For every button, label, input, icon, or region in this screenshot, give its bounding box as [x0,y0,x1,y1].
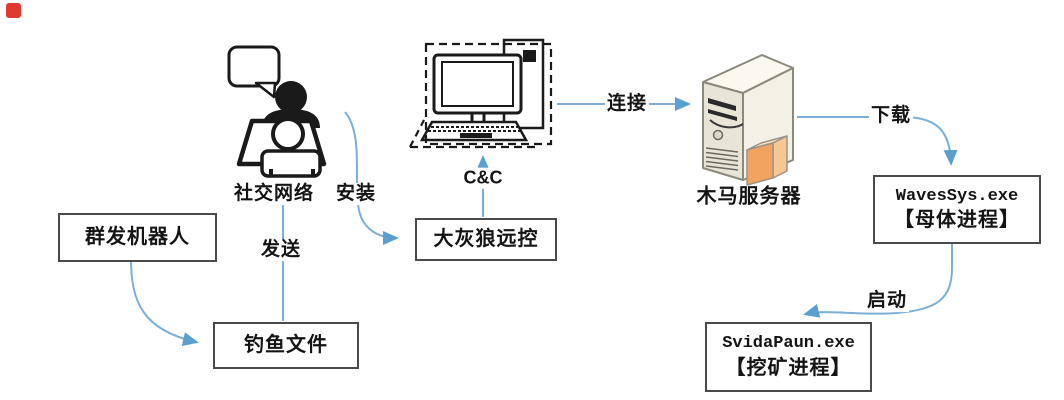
crate-front-face [746,142,774,186]
process-role: 【挖矿进程】 [725,356,852,379]
node-label: 大灰狼远控 [433,228,539,250]
monitor-screen [441,61,514,107]
label-social-network: 社交网络 [231,183,317,205]
label-cc: C&C [461,167,505,189]
node-svidapaun-exe: SvidaPaun.exe 【挖矿进程】 [705,322,872,392]
node-phishing-file: 钓鱼文件 [213,322,359,369]
speech-bubble-tail [254,81,277,99]
process-filename: WavesSys.exe [895,186,1019,206]
label-launch: 启动 [864,290,910,312]
dashed-boundary [424,42,553,146]
label-send: 发送 [258,239,304,261]
node-wavessys-exe: WavesSys.exe 【母体进程】 [873,175,1041,244]
node-mass-sender-bot: 群发机器人 [58,213,217,262]
label-trojan-server: 木马服务器 [694,185,804,209]
social-network-user-icon [227,45,327,178]
arrow-distribute [130,258,199,346]
spacebar [460,133,492,138]
process-filename: SvidaPaun.exe [722,334,855,354]
cc-computer-icon [409,38,553,149]
label-download: 下载 [868,105,914,127]
node-greywolf-rat: 大灰狼远控 [415,218,557,261]
node-label: 钓鱼文件 [244,334,328,356]
crate-side-face [772,135,788,179]
label-connect: 连接 [604,93,650,115]
red-square-icon [6,3,21,18]
node-label: 群发机器人 [85,226,190,248]
trojan-server-icon [702,54,794,186]
label-install: 安装 [333,183,379,205]
process-role: 【母体进程】 [894,209,1020,232]
arrow-install [344,111,399,245]
user-head [275,81,307,113]
arrow-launch [803,241,953,318]
